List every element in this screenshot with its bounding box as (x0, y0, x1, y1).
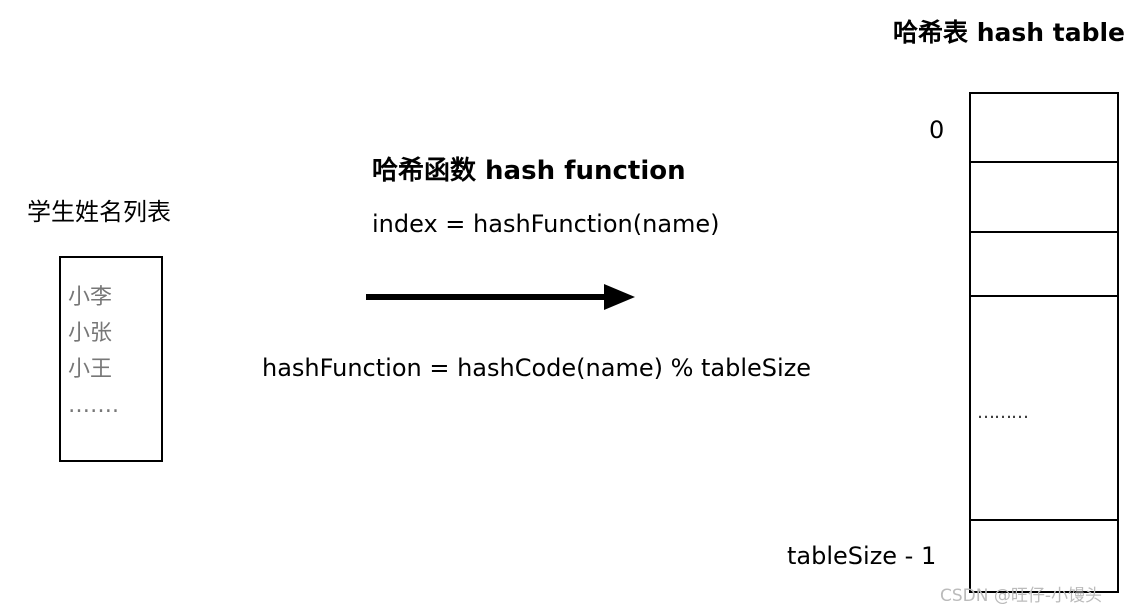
last-index-label: tableSize - 1 (787, 542, 937, 570)
table-ellipsis: ……… (977, 402, 1029, 423)
first-index-label: 0 (929, 116, 945, 144)
hash-function-title: 哈希函数 hash function (372, 156, 686, 186)
student-list-title: 学生姓名列表 (27, 198, 171, 226)
hash-table-title: 哈希表 hash table (893, 18, 1125, 47)
table-slot-divider (971, 231, 1117, 233)
table-slot-divider (971, 295, 1117, 297)
student-list-ellipsis: ……. (68, 393, 119, 418)
hash-table: ……… (969, 92, 1119, 593)
index-expression: index = hashFunction(name) (372, 210, 720, 238)
student-name: 小张 (68, 321, 113, 346)
student-list-box: 小李 小张 小王 ……. (59, 256, 163, 462)
table-slot-divider (971, 161, 1117, 163)
right-arrow-icon (366, 284, 635, 310)
watermark: CSDN @旺仔-小馒头 (940, 586, 1103, 606)
student-name: 小李 (68, 285, 113, 310)
table-slot-divider (971, 519, 1117, 521)
student-list-items: 小李 小张 小王 ……. (68, 280, 119, 424)
hash-function-formula: hashFunction = hashCode(name) % tableSiz… (262, 354, 812, 382)
student-name: 小王 (68, 357, 113, 382)
